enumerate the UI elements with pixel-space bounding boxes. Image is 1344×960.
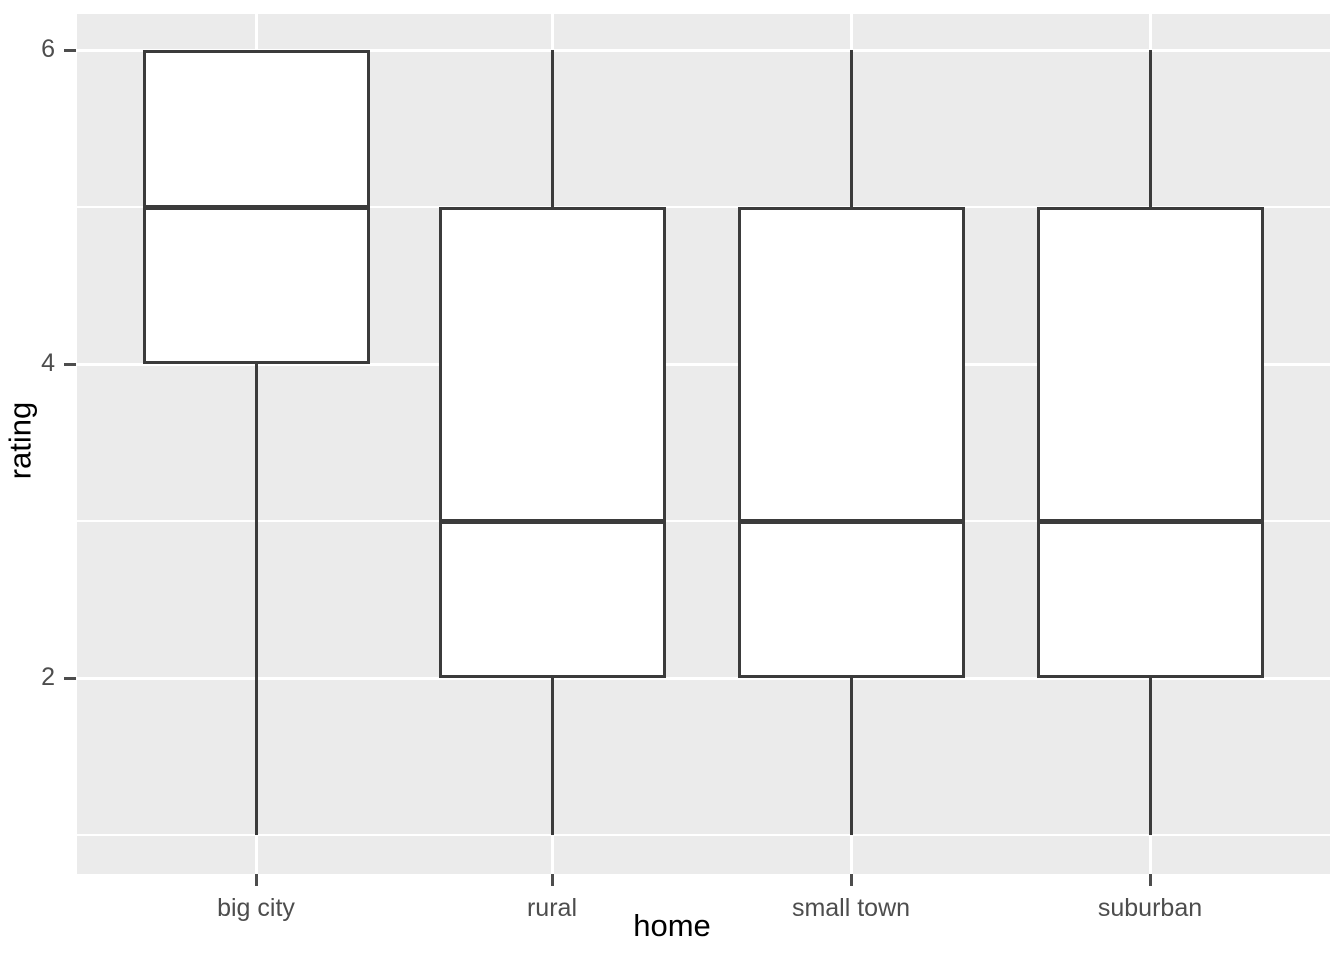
y-tick-label-6: 6: [41, 35, 55, 63]
boxplot-rural[interactable]: [77, 14, 1330, 874]
box-iqr-small-town[interactable]: [737, 207, 965, 678]
x-axis-title: home: [633, 908, 711, 943]
gridline-major-y-6: [77, 49, 1330, 52]
whisker-upper-rural: [551, 50, 554, 207]
y-tick-mark-2: [64, 677, 76, 680]
median-line-rural: [438, 519, 666, 524]
box-iqr-rural[interactable]: [438, 207, 666, 678]
y-axis-title: rating: [2, 401, 38, 480]
plot-panel: [77, 14, 1330, 874]
whisker-upper-small-town: [850, 50, 853, 207]
y-tick-mark-4: [64, 363, 76, 366]
whisker-lower-rural: [551, 678, 554, 835]
y-tick-label-4: 4: [41, 349, 55, 377]
x-tick-label-small-town: small town: [791, 894, 911, 922]
gridline-minor-y-5: [77, 206, 1330, 208]
median-line-big-city: [142, 205, 370, 210]
x-tick-label-big-city: big city: [217, 894, 295, 922]
x-tick-mark-small-town: [850, 874, 853, 886]
x-tick-label-rural: rural: [526, 894, 577, 922]
whisker-upper-suburban: [1149, 50, 1152, 207]
boxplot-big-city[interactable]: [77, 14, 1330, 874]
y-tick-mark-6: [64, 49, 76, 52]
x-tick-label-suburban: suburban: [1097, 894, 1203, 922]
gridline-minor-y-3: [77, 520, 1330, 522]
x-tick-mark-suburban: [1149, 874, 1152, 886]
median-line-small-town: [737, 519, 965, 524]
x-tick-mark-big-city: [255, 874, 258, 886]
gridline-minor-y-1: [77, 834, 1330, 836]
boxplot-suburban[interactable]: [77, 14, 1330, 874]
whisker-lower-big-city: [255, 364, 258, 835]
median-line-suburban: [1036, 519, 1264, 524]
x-tick-mark-rural: [551, 874, 554, 886]
box-iqr-suburban[interactable]: [1036, 207, 1264, 678]
whisker-lower-small-town: [850, 678, 853, 835]
gridline-major-y-2: [77, 677, 1330, 680]
boxplot-small-town[interactable]: [77, 14, 1330, 874]
whisker-lower-suburban: [1149, 678, 1152, 835]
gridline-major-y-4: [77, 363, 1330, 366]
y-tick-label-2: 2: [41, 663, 55, 691]
